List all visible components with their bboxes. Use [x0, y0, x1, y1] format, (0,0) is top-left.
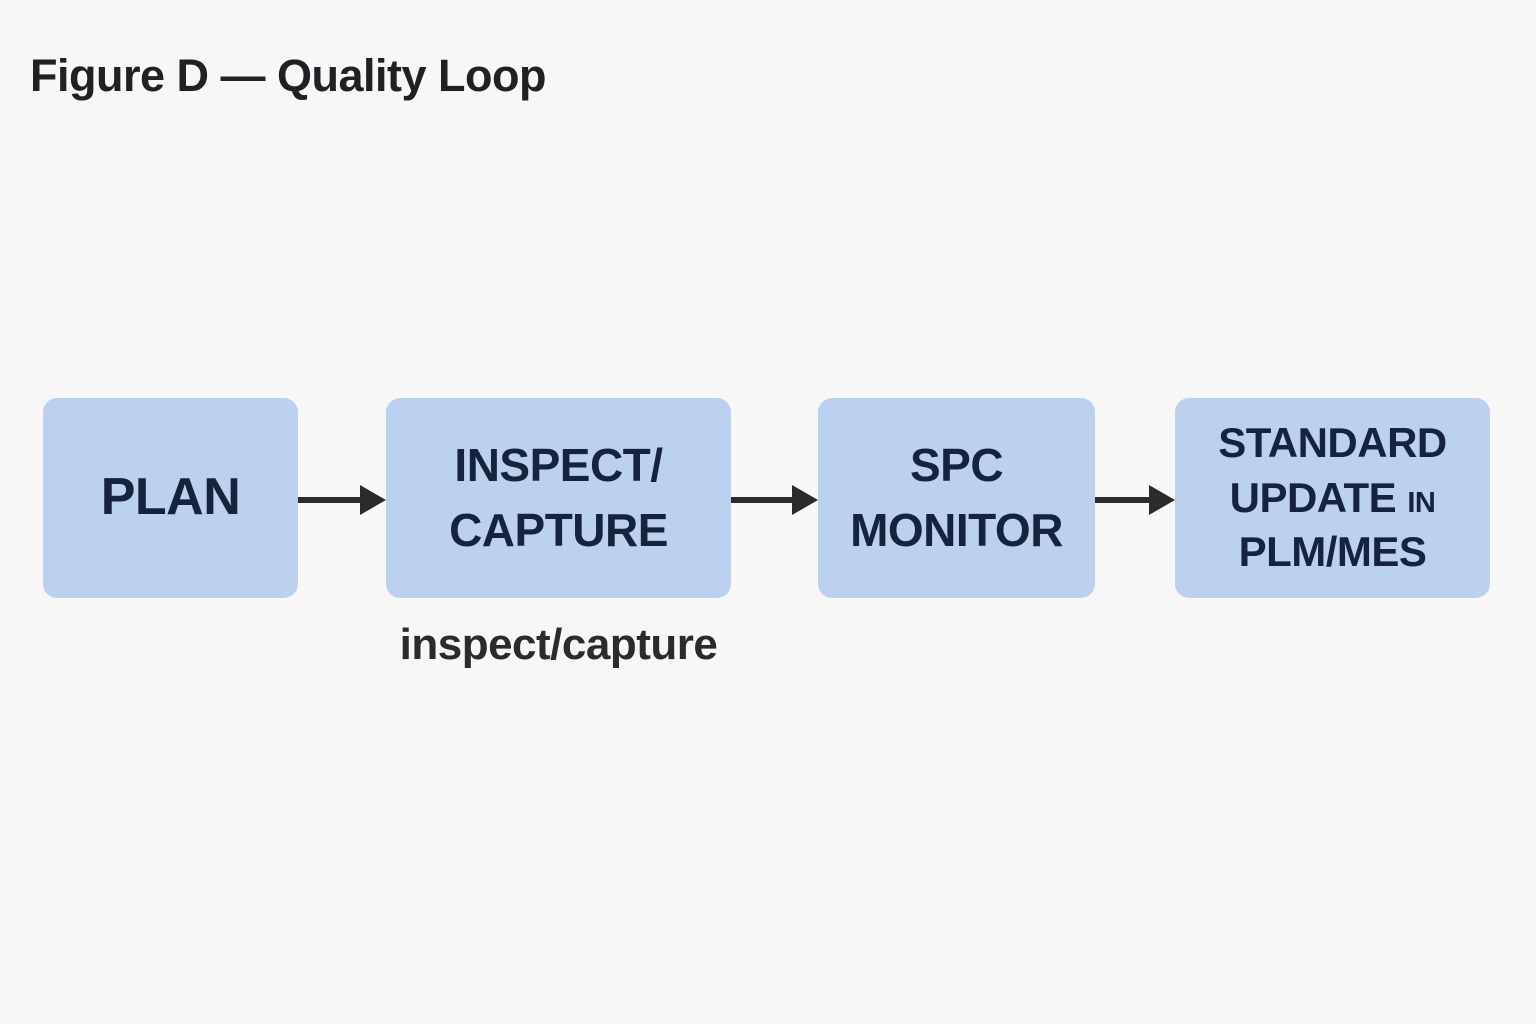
figure-title: Figure D — Quality Loop [30, 50, 547, 101]
arrow-right-icon [1095, 485, 1175, 515]
flow-step-standard-update: STANDARD UPDATE IN PLM/MES [1175, 398, 1490, 598]
arrow-right-icon [298, 485, 386, 515]
flow-step-inspect-capture-label: INSPECT/ CAPTURE [449, 438, 668, 556]
label-segment-rest: PLM/MES [1238, 528, 1427, 576]
arrow-right-icon [731, 485, 818, 515]
flow-step-plan-label: PLAN [100, 468, 241, 527]
flow-step-inspect-capture: INSPECT/ CAPTURE [386, 398, 731, 598]
flow-step-spc-monitor-label: SPC MONITOR [850, 438, 1063, 556]
label-segment-small: IN [1407, 486, 1436, 519]
edge-label-inspect-capture: inspect/capture [399, 620, 718, 669]
label-segment-main: STANDARD UPDATE [1218, 419, 1447, 521]
flow-step-plan: PLAN [43, 398, 298, 598]
flow-step-spc-monitor: SPC MONITOR [818, 398, 1095, 598]
flow-step-standard-update-label: STANDARD UPDATE IN PLM/MES [1218, 416, 1447, 580]
